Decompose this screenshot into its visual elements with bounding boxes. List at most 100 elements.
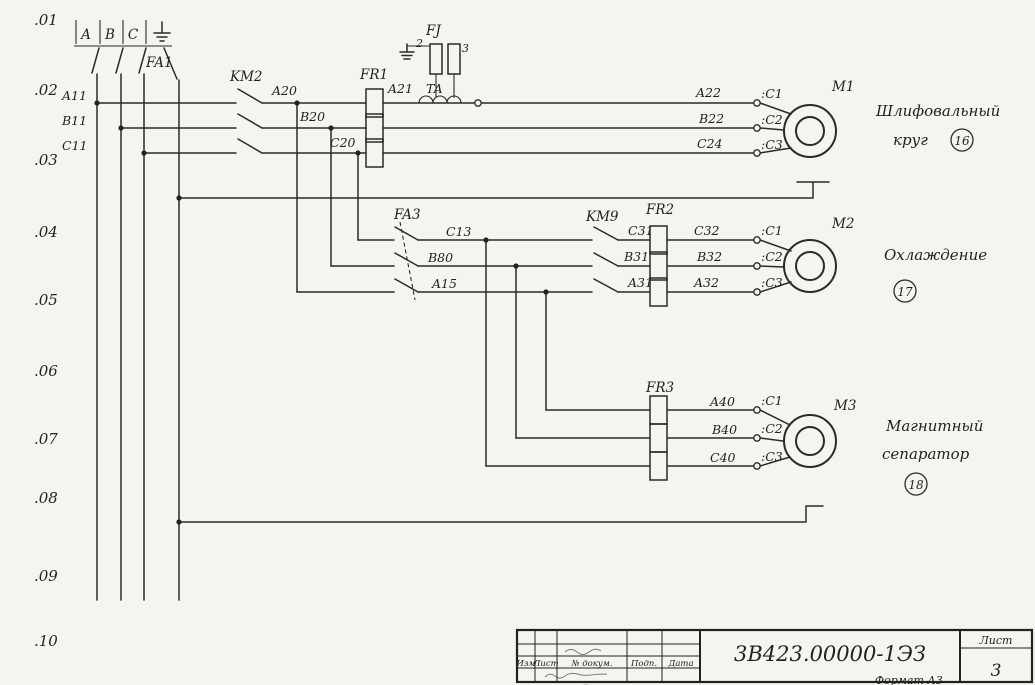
contactor-km9-contacts bbox=[593, 226, 619, 293]
wire-label-b31: B31 bbox=[623, 249, 649, 264]
thermal-fr2-element bbox=[649, 277, 668, 307]
wire-label-b22: B22 bbox=[698, 111, 724, 126]
thermal-fr3-element bbox=[649, 395, 668, 425]
junction-dot bbox=[513, 263, 519, 269]
col-list-label: Лист bbox=[532, 659, 558, 669]
junction-dot bbox=[176, 195, 182, 201]
branch3-drop-wires bbox=[485, 239, 547, 467]
thermal-fr2-label: FR2 bbox=[645, 202, 674, 218]
terminal-label-c3: :C3 bbox=[761, 137, 783, 152]
fuse-element bbox=[447, 43, 461, 75]
wire-label-c20: C20 bbox=[330, 135, 356, 150]
motor-terminal bbox=[753, 124, 761, 132]
wire-label-b32: B32 bbox=[696, 249, 722, 264]
left-margin-labels: .01 .02 .03 .04 .05 .06 .07 .08 .09 .10 bbox=[34, 11, 58, 650]
motor-terminal bbox=[753, 288, 761, 296]
motor-m1-caption-2: круг bbox=[893, 131, 928, 149]
ct-winding bbox=[418, 95, 462, 104]
phase-a-label: A bbox=[79, 27, 91, 43]
supply-bus-lines bbox=[96, 73, 180, 601]
motor-m1-caption-1: Шлифовальный bbox=[875, 102, 1000, 120]
terminal-label-c1: :C1 bbox=[761, 223, 783, 238]
contactor-km2-label: KM2 bbox=[229, 69, 263, 85]
row-label: .05 bbox=[34, 291, 58, 309]
row-label: .07 bbox=[34, 430, 58, 448]
wire-label-c24: C24 bbox=[697, 136, 723, 151]
junction-dot bbox=[94, 100, 100, 106]
junction-dot bbox=[294, 100, 300, 106]
title-block: Изм Лист № докум. Подп. Дата 3В423.00000… bbox=[515, 628, 1034, 685]
branch2-drop-wires bbox=[296, 102, 359, 293]
row-label: .08 bbox=[34, 489, 58, 507]
branch2-wires bbox=[296, 239, 755, 293]
fuse-fj-label: FJ bbox=[425, 23, 442, 39]
motor-m1-label: M1 bbox=[831, 79, 854, 95]
handwritten-signatures bbox=[544, 648, 608, 685]
motor-terminal bbox=[753, 406, 761, 414]
wire-label-c32: C32 bbox=[694, 223, 720, 238]
junction-dot bbox=[355, 150, 361, 156]
terminal-label-c1: :C1 bbox=[761, 86, 783, 101]
motor-leads bbox=[759, 239, 792, 293]
motor-terminal bbox=[753, 236, 761, 244]
thermal-fr2-element bbox=[649, 251, 668, 281]
thermal-fr3-element bbox=[649, 423, 668, 453]
motor-leads bbox=[759, 102, 792, 154]
breaker-fa3-contacts bbox=[394, 226, 419, 293]
wire-label-a31: A31 bbox=[627, 275, 653, 290]
title-block-grid bbox=[517, 630, 1032, 682]
motor-leads bbox=[759, 409, 791, 467]
row-label: .06 bbox=[34, 362, 58, 380]
col-doc-label: № докум. bbox=[570, 659, 612, 669]
wire-label-a15: A15 bbox=[431, 276, 457, 291]
row-label: .10 bbox=[34, 632, 58, 650]
terminal-label-c2: :C2 bbox=[761, 249, 783, 264]
item-badge-circle bbox=[893, 279, 917, 303]
breaker-fa3-link bbox=[399, 221, 416, 301]
motor-m1-symbol bbox=[783, 104, 837, 158]
junction-dot bbox=[483, 237, 489, 243]
wire-label-a40: A40 bbox=[709, 394, 735, 409]
terminal-label-c2: :C2 bbox=[761, 421, 783, 436]
branch2-cooling-circuit: FA3 C13 B80 A15 KM9 C31 B31 A31 FR2 C32 … bbox=[294, 100, 987, 307]
fj-leads bbox=[435, 74, 455, 98]
motor-m3-label: M3 bbox=[833, 398, 856, 414]
sheet-number: 3 bbox=[991, 661, 1002, 681]
col-izm-label: Изм bbox=[515, 659, 535, 669]
ground-wire-m3 bbox=[178, 505, 824, 523]
phase-b-label: B bbox=[104, 27, 115, 43]
wire-label-b11: B11 bbox=[61, 113, 87, 128]
branch3-separator-circuit: FR3 A40 B40 C40 :C1 :C2 :C3 M3 Магнитный… bbox=[483, 237, 983, 496]
item-badge-number: 18 bbox=[908, 478, 924, 492]
motor-m2-label: M2 bbox=[831, 216, 854, 232]
ct-ta-label: TA bbox=[426, 81, 443, 96]
motor-m2-symbol bbox=[783, 239, 837, 293]
terminal-label-c2: :C2 bbox=[761, 112, 783, 127]
wire-label-c13: C13 bbox=[446, 224, 472, 239]
phase-c-label: C bbox=[128, 27, 139, 43]
thermal-fr2-element bbox=[649, 225, 668, 255]
junction-dot bbox=[118, 125, 124, 131]
incoming-supply: A B C FA1 bbox=[74, 20, 180, 601]
thermal-fr1-element bbox=[365, 88, 384, 118]
document-number: 3В423.00000-1ЭЗ bbox=[734, 642, 926, 666]
ground-icon bbox=[399, 43, 415, 60]
motor-terminal bbox=[753, 99, 761, 107]
wire-label-a20: A20 bbox=[271, 83, 297, 98]
motor-m3-caption-1: Магнитный bbox=[885, 417, 983, 435]
motor-terminal bbox=[753, 434, 761, 442]
col-data-label: Дата bbox=[667, 659, 693, 669]
branch3-wires bbox=[485, 409, 755, 467]
col-podp-label: Подп. bbox=[630, 659, 657, 669]
junction-dot bbox=[141, 150, 147, 156]
row-label: .01 bbox=[34, 11, 58, 29]
ground-wires bbox=[176, 181, 830, 525]
fuse-fj-assembly: FJ 2 3 TA bbox=[399, 23, 469, 104]
wire-label-b40: B40 bbox=[711, 422, 737, 437]
contactor-km9-label: KM9 bbox=[585, 209, 619, 225]
test-terminal bbox=[474, 99, 482, 107]
junction-dot bbox=[176, 519, 182, 525]
motor-m2-rotor bbox=[795, 251, 825, 281]
